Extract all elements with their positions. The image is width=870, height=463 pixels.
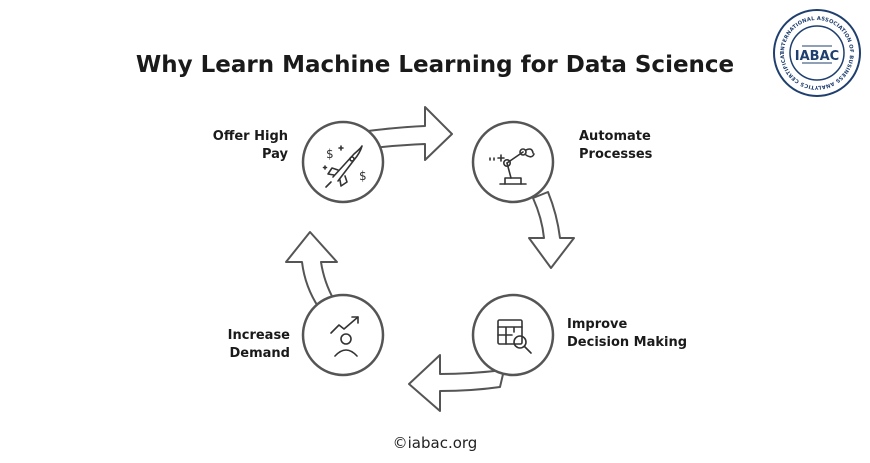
label-line: Improve [567,317,628,332]
cycle-arrow-top [367,106,453,161]
iabac-logo: INTERNATIONAL ASSOCIATION OF BUSINESS AN… [772,8,861,97]
label-line: Increase [227,328,290,343]
cycle-arrow-right [528,191,575,269]
svg-text:$: $ [359,169,367,183]
node-circle-automate-processes [471,120,555,204]
label-line: Demand [229,346,291,361]
robotic-arm-icon [489,148,535,185]
svg-text:$: $ [326,147,334,161]
person-growth-chart-icon [330,316,359,357]
label-increase-demand: Increase Demand [170,327,290,363]
label-line: Decision Making [567,335,688,350]
label-line: Processes [579,147,653,162]
page-title: Why Learn Machine Learning for Data Scie… [135,52,735,78]
cycle-arrow-left [285,231,338,309]
label-offer-high-pay: Offer High Pay [170,128,288,164]
label-automate-processes: Automate Processes [579,128,739,164]
logo-text: IABAC [795,49,839,64]
label-line: Automate [579,129,651,144]
cycle-arrow-bottom [408,354,505,412]
node-circle-offer-high-pay [301,120,385,204]
label-improve-decision-making: Improve Decision Making [567,316,747,352]
rocket-dollar-icon: $ $ [322,145,367,188]
node-circle-improve-decision-making [471,293,555,377]
label-line: Pay [261,147,288,162]
label-line: Offer High [212,129,288,144]
credit-text: ©iabac.org [392,434,478,452]
table-magnifier-icon [497,319,532,354]
